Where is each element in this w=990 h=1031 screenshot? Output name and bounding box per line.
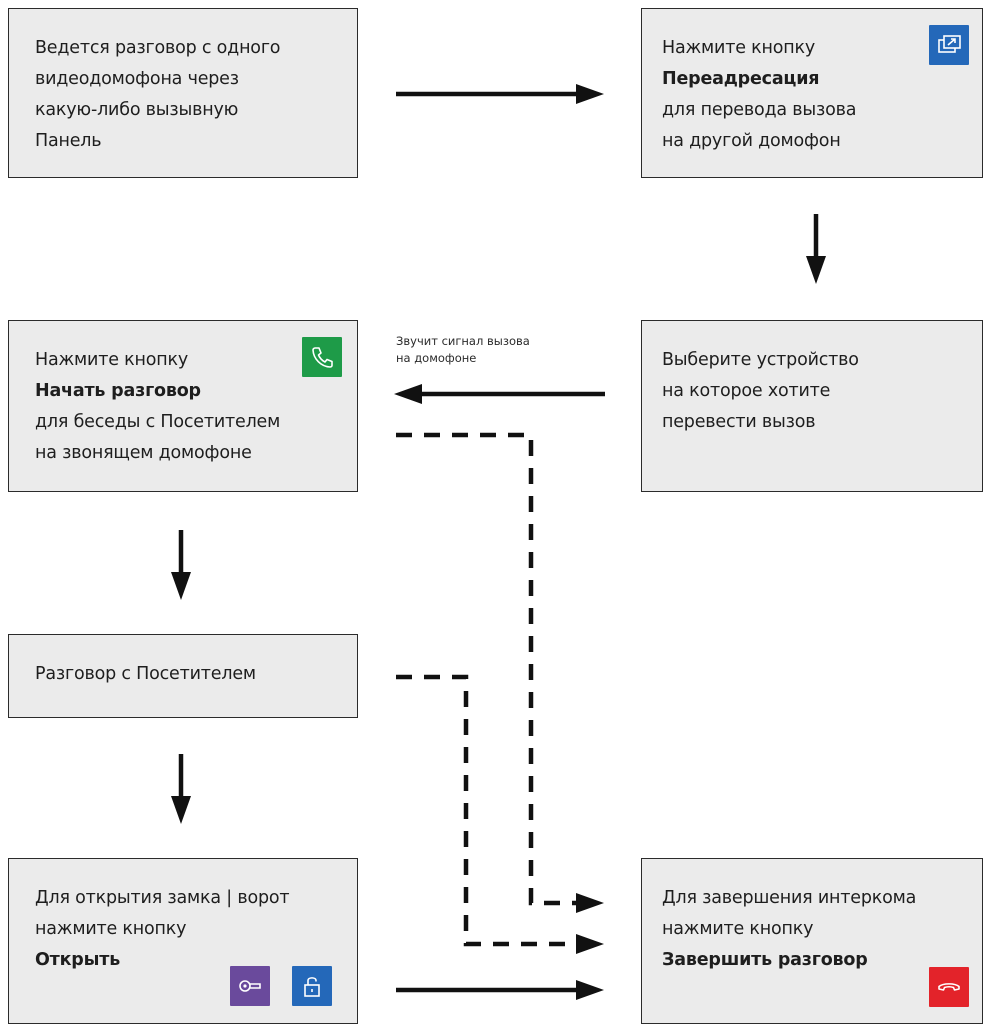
key-icon <box>239 980 261 992</box>
start-talk-button[interactable] <box>302 337 342 377</box>
box-line: Выберите устройство <box>662 350 859 370</box>
dashed-arrow-talk-to-end-call <box>396 674 604 954</box>
box-line: Ведется разговор с одного <box>35 38 281 58</box>
box-line: для перевода вызова <box>662 100 857 120</box>
arrow-open-lock-to-end-call <box>396 980 604 1000</box>
box-end-call: Для завершения интеркома нажмите кнопку … <box>641 858 983 1024</box>
arrow-start-to-redirect <box>396 84 604 104</box>
open-button-name: Открыть <box>35 950 121 970</box>
box-line: перевести вызов <box>662 412 816 432</box>
box-line: видеодомофона через <box>35 69 239 89</box>
redirect-button[interactable] <box>929 25 969 65</box>
box-line: какую-либо вызывную <box>35 100 239 120</box>
box-ongoing-call: Ведется разговор с одного видеодомофона … <box>8 8 358 178</box>
phone-icon <box>312 347 333 368</box>
box-select-device-text: Выберите устройство на которое хотите пе… <box>662 345 859 438</box>
box-open-lock: Для открытия замка | ворот нажмите кнопк… <box>8 858 358 1024</box>
box-open-lock-text: Для открытия замка | ворот нажмите кнопк… <box>35 883 290 976</box>
end-call-button-name: Завершить разговор <box>662 950 868 970</box>
box-line: Разговор с Посетителем <box>35 664 256 684</box>
box-line: Для открытия замка | ворот <box>35 888 290 908</box>
arrow-select-to-start-talk <box>394 384 605 404</box>
box-end-call-text: Для завершения интеркома нажмите кнопку … <box>662 883 916 976</box>
box-press-start-talk-text: Нажмите кнопку Начать разговор для бесед… <box>35 345 280 469</box>
call-signal-note-line1: Звучит сигнал вызова <box>396 334 530 348</box>
key-button[interactable] <box>230 966 270 1006</box>
box-press-start-talk: Нажмите кнопку Начать разговор для бесед… <box>8 320 358 492</box>
box-line: Нажмите кнопку <box>662 38 816 58</box>
box-ongoing-call-text: Ведется разговор с одного видеодомофона … <box>35 33 281 157</box>
call-signal-note: Звучит сигнал вызова на домофоне <box>396 333 530 367</box>
unlock-icon <box>304 977 320 997</box>
box-line: Для завершения интеркома <box>662 888 917 908</box>
hangup-icon <box>938 983 960 991</box>
box-line: на звонящем домофоне <box>35 443 252 463</box>
redirect-button-name: Переадресация <box>662 69 820 89</box>
box-press-redirect-text: Нажмите кнопку Переадресация для перевод… <box>662 33 856 157</box>
arrow-talk-to-open-lock <box>171 754 191 824</box>
box-line: нажмите кнопку <box>662 919 814 939</box>
box-line: для беседы с Посетителем <box>35 412 281 432</box>
start-talk-button-name: Начать разговор <box>35 381 201 401</box>
box-talk-with-visitor-text: Разговор с Посетителем <box>35 659 256 690</box>
unlock-button[interactable] <box>292 966 332 1006</box>
box-line: на которое хотите <box>662 381 831 401</box>
arrow-redirect-to-select <box>806 214 826 284</box>
box-line: на другой домофон <box>662 131 841 151</box>
hangup-button[interactable] <box>929 967 969 1007</box>
box-line: Нажмите кнопку <box>35 350 189 370</box>
box-line: Панель <box>35 131 102 151</box>
arrow-start-talk-to-talk <box>171 530 191 600</box>
box-select-device: Выберите устройство на которое хотите пе… <box>641 320 983 492</box>
dashed-arrow-start-talk-to-end-call <box>396 432 604 913</box>
redirect-icon <box>938 35 961 53</box>
box-talk-with-visitor: Разговор с Посетителем <box>8 634 358 718</box>
box-press-redirect: Нажмите кнопку Переадресация для перевод… <box>641 8 983 178</box>
call-signal-note-line2: на домофоне <box>396 351 477 365</box>
box-line: нажмите кнопку <box>35 919 187 939</box>
